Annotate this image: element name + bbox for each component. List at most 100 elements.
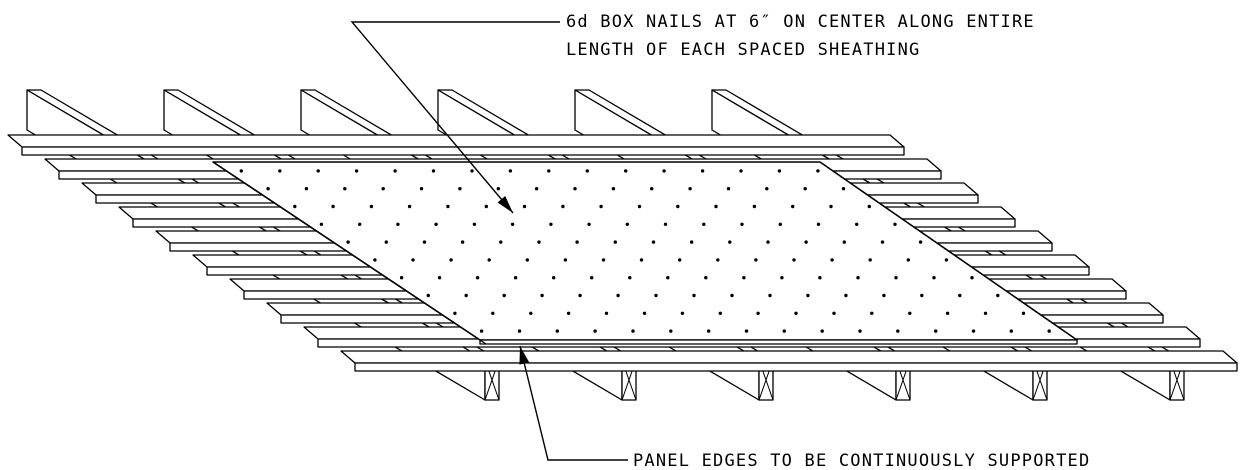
nail-dot xyxy=(700,169,705,173)
nail-dot xyxy=(688,187,692,191)
nail-dot xyxy=(806,293,810,298)
nail-dot xyxy=(508,169,513,173)
nail-dot xyxy=(540,293,544,298)
nail-dot xyxy=(766,240,770,244)
nail-dot xyxy=(384,240,388,244)
nail-dot xyxy=(578,293,582,298)
nail-dot xyxy=(513,276,518,280)
nail-dot xyxy=(680,311,685,315)
nail-dot xyxy=(487,258,491,262)
panel-edge xyxy=(479,339,1078,345)
nail-dot xyxy=(449,258,453,262)
nail-dot xyxy=(794,311,798,315)
nail-dot xyxy=(499,240,503,244)
nail-dot xyxy=(752,204,757,209)
nail-dot xyxy=(470,169,474,173)
nail-dot xyxy=(820,329,824,333)
nail-dot xyxy=(841,187,846,191)
nail-dot xyxy=(593,329,597,333)
nail-dot xyxy=(692,293,696,298)
sheathing-board xyxy=(7,134,905,156)
nail-dot xyxy=(354,169,359,173)
nail-dot xyxy=(830,258,834,262)
nail-dot xyxy=(896,329,900,333)
nail-dot xyxy=(561,204,565,209)
nail-dot xyxy=(373,258,377,262)
nail-dot xyxy=(304,187,309,191)
nail-dot xyxy=(778,222,782,226)
nail-dot xyxy=(702,222,706,226)
nails-note-line-2: LENGTH OF EACH SPACED SHEATHING xyxy=(566,40,920,60)
nail-dot xyxy=(601,258,606,262)
nail-dot xyxy=(971,329,976,333)
nail-dot xyxy=(604,311,609,315)
nail-dot xyxy=(616,293,620,298)
nail-dot xyxy=(870,311,874,315)
board-top xyxy=(340,350,1238,364)
nail-dot xyxy=(331,204,335,209)
nail-dot xyxy=(625,222,629,226)
nail-dot xyxy=(844,293,848,298)
nail-dot xyxy=(726,187,731,191)
nail-dot xyxy=(613,240,617,244)
nail-dot xyxy=(534,187,539,191)
nail-dot xyxy=(689,240,694,244)
nail-dot xyxy=(829,204,833,209)
nail-dot xyxy=(566,311,571,315)
nail-dot xyxy=(780,276,784,280)
nail-dot xyxy=(460,240,465,244)
nail-dot xyxy=(555,329,559,333)
nail-dot xyxy=(704,276,708,280)
board-edge xyxy=(21,146,905,156)
nail-dot xyxy=(502,293,506,298)
nail-dot xyxy=(549,222,553,226)
nail-dot xyxy=(639,258,644,262)
nail-dot xyxy=(816,169,820,173)
nail-dot xyxy=(575,240,579,244)
nail-dot xyxy=(358,222,362,226)
nail-dot xyxy=(585,169,589,173)
nail-dot xyxy=(343,187,347,191)
nail-dot xyxy=(730,293,734,298)
nail-dot xyxy=(587,222,591,226)
nail-dot xyxy=(934,329,938,333)
nail-dot xyxy=(437,276,442,280)
nail-dot xyxy=(563,258,568,262)
nail-dot xyxy=(740,222,744,226)
nail-pattern xyxy=(239,169,1051,333)
nail-dot xyxy=(970,276,974,280)
nail-dot xyxy=(496,187,500,191)
nail-dot xyxy=(547,169,551,173)
nail-dot xyxy=(662,169,666,173)
nail-dot xyxy=(818,276,822,280)
nail-dot xyxy=(867,204,871,209)
nail-dot xyxy=(855,222,859,226)
nail-dot xyxy=(431,169,436,173)
nail-dot xyxy=(832,311,836,315)
nail-dot xyxy=(484,204,488,209)
nail-dot xyxy=(628,276,632,280)
nail-dot xyxy=(319,222,324,226)
nail-dot xyxy=(894,276,898,280)
nail-dot xyxy=(714,204,718,209)
nail-dot xyxy=(678,258,682,262)
nail-dot xyxy=(880,240,885,244)
nail-dot xyxy=(1009,329,1013,333)
nail-dot xyxy=(411,258,415,262)
nail-dot xyxy=(718,311,722,315)
nail-dot xyxy=(791,204,795,209)
panel-edges-leader-arrow xyxy=(519,346,530,365)
nail-dot xyxy=(663,222,668,226)
nail-dot xyxy=(856,276,860,280)
nail-dot xyxy=(676,204,680,209)
nail-dot xyxy=(728,240,732,244)
nail-dot xyxy=(239,169,243,173)
panel-edges-leader xyxy=(519,345,628,461)
nail-dot xyxy=(479,329,484,333)
nail-dot xyxy=(537,240,541,244)
nail-dot xyxy=(932,276,936,280)
nail-dot xyxy=(804,240,808,244)
nail-dot xyxy=(611,187,616,191)
nail-dot xyxy=(742,276,746,280)
